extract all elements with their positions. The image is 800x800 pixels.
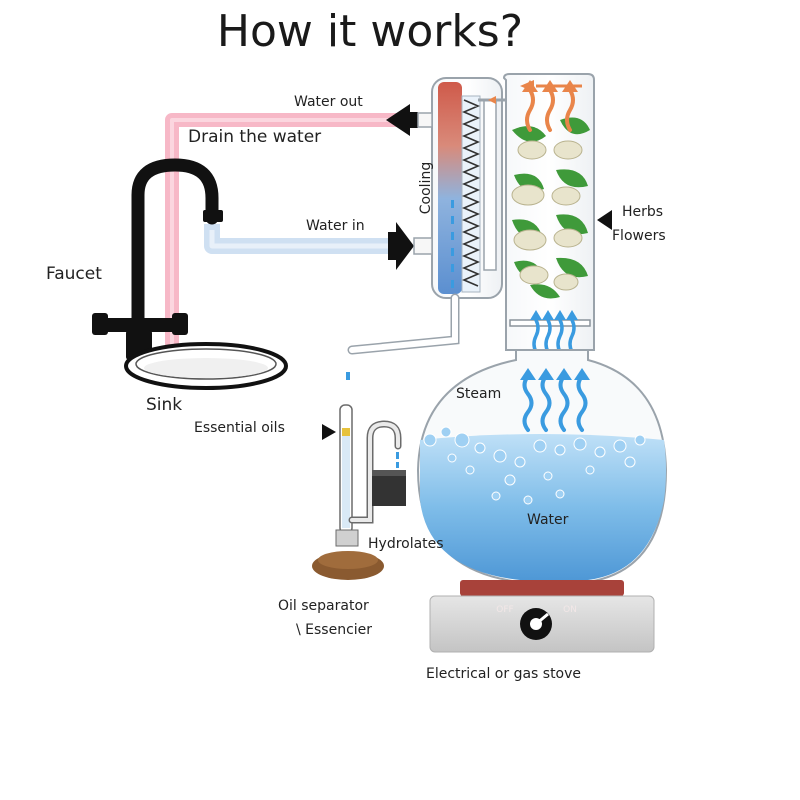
hydrolates-label: Hydrolates bbox=[368, 536, 444, 552]
drain-pipe-highlight bbox=[170, 118, 400, 350]
oil-separator-label: Oil separator bbox=[278, 598, 369, 614]
stove-label: Electrical or gas stove bbox=[426, 666, 581, 682]
boiling-flask bbox=[416, 349, 668, 583]
steam-label: Steam bbox=[456, 386, 501, 402]
essencier-label: \ Essencier bbox=[296, 622, 372, 638]
supply-pipe bbox=[204, 224, 396, 254]
water-out-label: Water out bbox=[294, 94, 363, 110]
flowers-label: Flowers bbox=[612, 228, 666, 244]
sink-label: Sink bbox=[146, 395, 182, 415]
essential-oils-label: Essential oils bbox=[194, 420, 285, 436]
flask-water bbox=[420, 434, 666, 580]
stove-on-label: ON bbox=[563, 605, 577, 615]
oil-separator bbox=[312, 372, 406, 580]
supply-pipe-highlight bbox=[209, 230, 396, 249]
cooling-label: Cooling bbox=[418, 162, 434, 214]
herb-column bbox=[502, 73, 595, 354]
water-in-label: Water in bbox=[306, 218, 365, 234]
faucet bbox=[92, 158, 223, 360]
drain-the-water-label: Drain the water bbox=[188, 127, 321, 147]
condenser-coil bbox=[461, 99, 481, 287]
herbs-pointer-icon bbox=[597, 210, 612, 230]
stove-off-label: OFF bbox=[496, 605, 513, 615]
sink bbox=[124, 342, 288, 390]
condenser bbox=[347, 77, 506, 355]
herbs-label: Herbs bbox=[622, 204, 663, 220]
faucet-label: Faucet bbox=[46, 264, 102, 284]
essential-oils-pointer-icon bbox=[322, 424, 336, 440]
water-in-arrow bbox=[388, 222, 414, 270]
hydrolate-jar bbox=[372, 472, 406, 506]
stove-plate bbox=[460, 580, 624, 596]
water-label: Water bbox=[527, 512, 569, 528]
water-out-arrow bbox=[386, 104, 418, 136]
stove: OFF ON bbox=[429, 580, 655, 653]
diagram-title: How it works? bbox=[217, 6, 523, 57]
